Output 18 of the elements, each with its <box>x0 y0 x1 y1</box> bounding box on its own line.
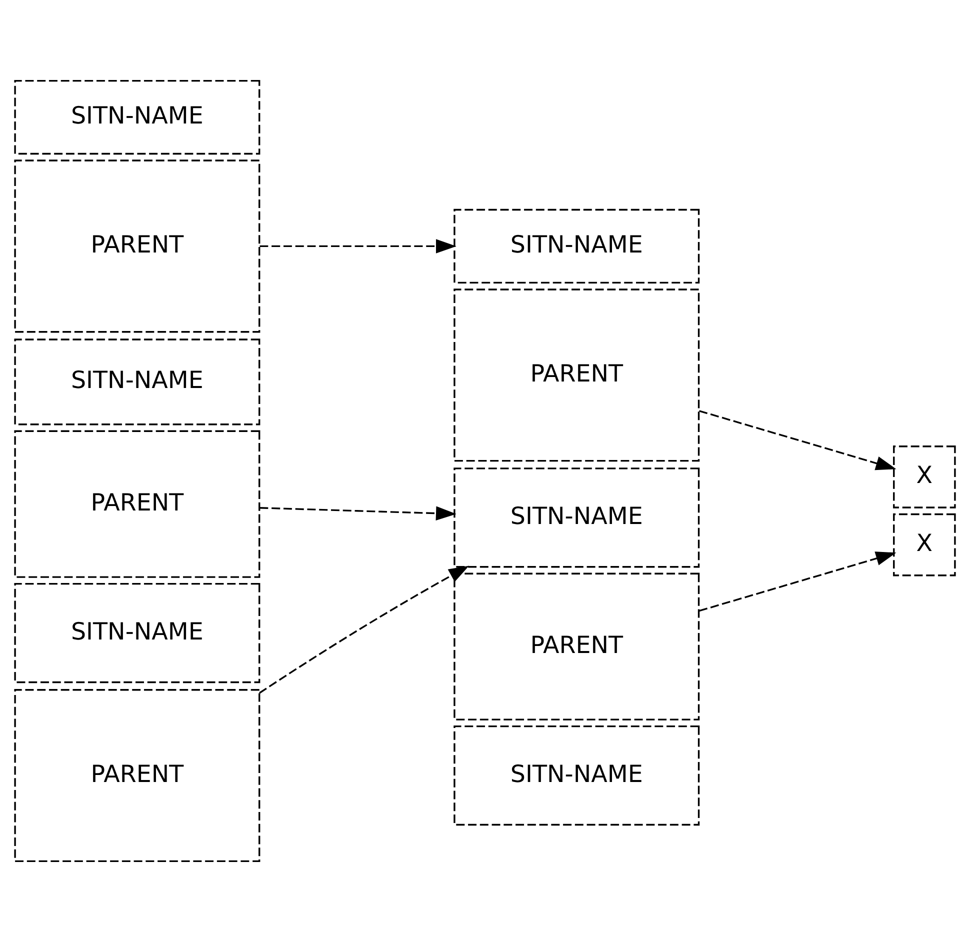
node-box: PARENT <box>454 572 700 720</box>
node-box: PARENT <box>14 160 260 333</box>
arrow <box>260 239 456 254</box>
node-box: SITN-NAME <box>14 338 260 426</box>
node-box: SITN-NAME <box>454 468 700 568</box>
arrow <box>259 566 470 694</box>
node-box: PARENT <box>14 689 260 862</box>
arrow <box>699 552 896 612</box>
node-box: PARENT <box>454 288 700 462</box>
node-box: X <box>893 513 956 576</box>
node-box: SITN-NAME <box>454 725 700 826</box>
node-box: SITN-NAME <box>14 80 260 155</box>
arrow <box>260 506 456 520</box>
node-box: X <box>893 446 956 508</box>
node-box: SITN-NAME <box>14 582 260 684</box>
node-box: SITN-NAME <box>454 208 700 284</box>
arrow <box>699 410 896 470</box>
node-box: PARENT <box>14 430 260 578</box>
